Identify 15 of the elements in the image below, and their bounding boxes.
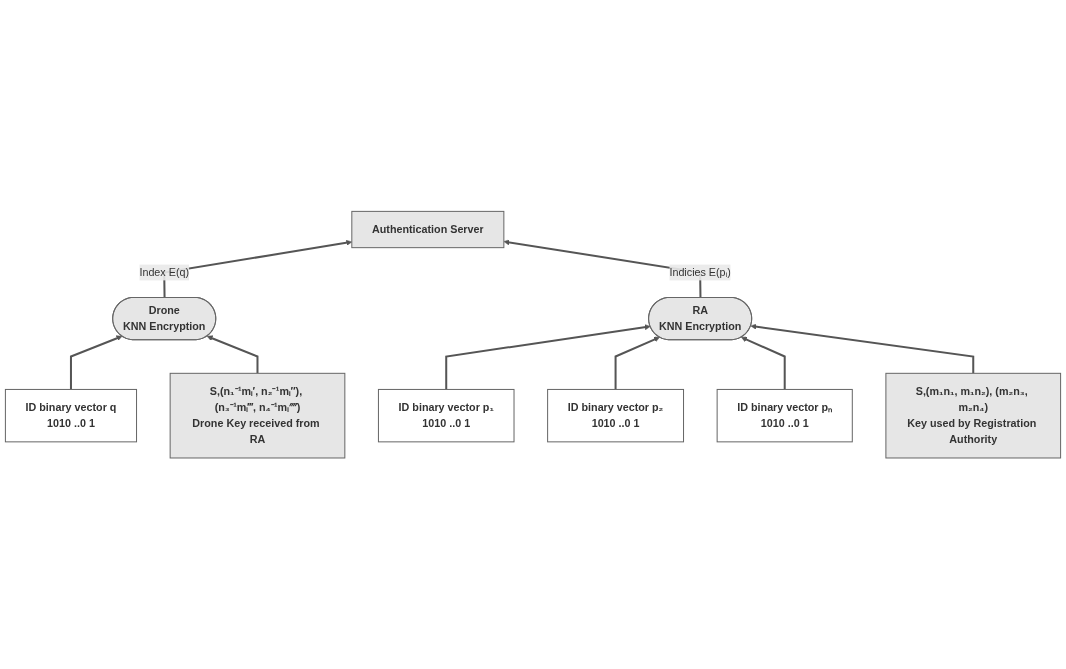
edge-label: Indicies E(pᵢ) [669, 266, 731, 278]
arrow [206, 335, 259, 374]
arrow [741, 336, 786, 390]
node-box: ID binary vector p₁ 1010 ..0 1 [377, 388, 515, 443]
node-box: ID binary vector pₙ 1010 ..0 1 [716, 388, 853, 443]
node-box: ID binary vector p₂ 1010 ..0 1 [547, 388, 685, 443]
arrow [69, 335, 123, 390]
node-box: S,(n₁⁻¹mᵢ′, n₂⁻¹mᵢ″), (n₃⁻¹mᵢ‴, n₄⁻¹mᵢ⁗) Drone Key received from RA [169, 372, 346, 459]
arrow [750, 323, 975, 374]
node-box: S,(m₁n₁, m₁n₂), (m₂n₃, m₂n₄) Key used by Registration Authority [885, 372, 1062, 459]
node-box: ID binary vector q 1010 ..0 1 [4, 388, 138, 443]
node-box: Authentication Server [351, 210, 505, 248]
arrow [614, 336, 660, 390]
arrow [445, 324, 651, 390]
edge-label: Index E(q) [139, 266, 190, 278]
